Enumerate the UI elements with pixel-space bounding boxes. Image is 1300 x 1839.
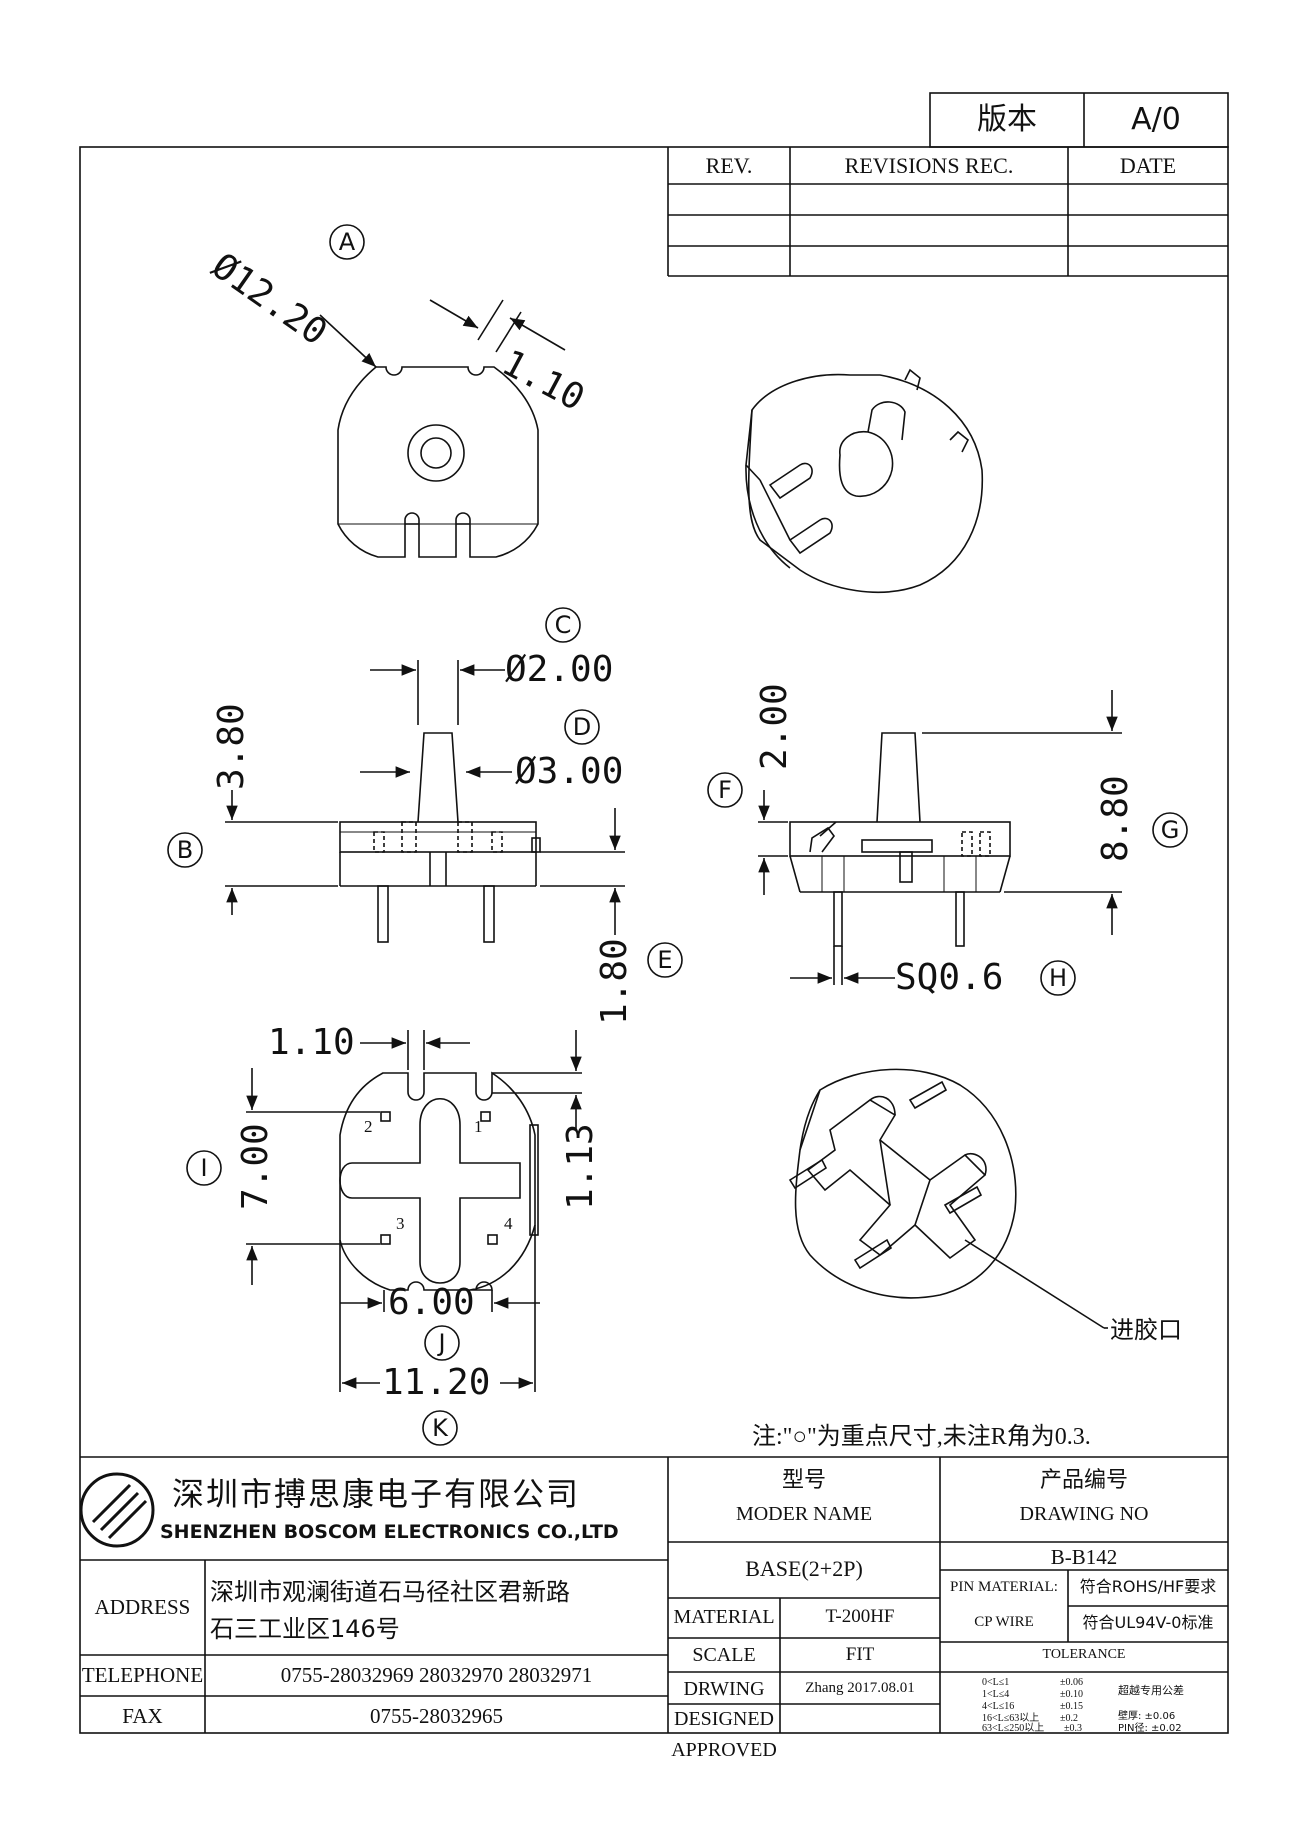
tol-range-2: 1<L≤4 (982, 1689, 1010, 1700)
callout-j-circle (424, 1325, 460, 1361)
dim-i-height: 7.00 (235, 1123, 276, 1210)
dim-offset: 1.13 (560, 1123, 601, 1210)
callout-b-circle (167, 832, 203, 868)
dim-c-diameter: Ø2.00 (505, 649, 614, 690)
callout-a: A (338, 228, 356, 256)
telephone-value: 0755-28032969 28032970 28032971 (280, 1663, 593, 1687)
version-value: A/0 (1131, 102, 1181, 137)
address-label: ADDRESS (94, 1595, 191, 1619)
tol-range-4: 16<L≤63以上 (982, 1713, 1040, 1724)
dim-g-height: 8.80 (1095, 775, 1136, 862)
dim-d-diameter: Ø3.00 (515, 751, 624, 792)
gate-label: 进胶口 (1110, 1316, 1182, 1344)
drwing-value: Zhang 2017.08.01 (805, 1680, 915, 1696)
pin-number-4: 4 (504, 1214, 513, 1233)
tol-value-1: ±0.06 (1060, 1677, 1083, 1688)
pin-number-2: 2 (364, 1117, 373, 1136)
callout-c-circle (545, 607, 581, 643)
address-line1: 深圳市观澜街道石马径社区君新路 (210, 1578, 570, 1606)
pin-tolerance: PIN径: ±0.02 (1118, 1723, 1182, 1734)
dim-h-sq: SQ0.6 (895, 957, 1004, 998)
material-value: T-200HF (825, 1606, 895, 1627)
company-name-en: SHENZHEN BOSCOM ELECTRONICS CO.,LTD (160, 1521, 619, 1543)
dim-j-width: 6.00 (388, 1282, 475, 1323)
callout-b: B (176, 836, 194, 864)
approved-label: APPROVED (671, 1739, 777, 1761)
callout-a-circle (329, 224, 365, 260)
title-block-grid (80, 1456, 1228, 1733)
revision-table (667, 147, 1228, 277)
scale-value: FIT (845, 1644, 875, 1665)
model-label-en: MODER NAME (735, 1503, 873, 1525)
tol-value-3: ±0.15 (1060, 1701, 1083, 1712)
bottom-view (186, 1030, 582, 1446)
company-name-cn: 深圳市搏思康电子有限公司 (172, 1475, 581, 1513)
model-label-cn: 型号 (781, 1468, 826, 1493)
tolerance-label: TOLERANCE (1042, 1647, 1126, 1662)
version-label: 版本 (977, 102, 1037, 137)
front-view (167, 607, 683, 978)
callout-f: F (718, 776, 732, 804)
pin-material-value: 符合ROHS/HF要求 (1079, 1577, 1217, 1596)
callout-d-circle (564, 709, 600, 745)
sheet-border (79, 146, 1229, 1734)
pin-number-3: 3 (396, 1214, 405, 1233)
telephone-label: TELEPHONE (81, 1663, 204, 1687)
callout-k: K (432, 1414, 448, 1442)
dim-f-height: 2.00 (754, 683, 795, 770)
pin-number-1: 1 (474, 1117, 483, 1136)
tol-value-2: ±0.10 (1060, 1689, 1083, 1700)
iso-view-bottom (788, 1068, 1108, 1329)
tol-range-1: 0<L≤1 (982, 1677, 1010, 1688)
dim-e-pin: 1.80 (594, 938, 635, 1025)
scale-label: SCALE (692, 1644, 756, 1666)
rev-header: REV. (705, 153, 753, 178)
callout-c: C (554, 611, 572, 639)
callout-i: I (200, 1154, 208, 1182)
top-view (319, 224, 566, 558)
cp-wire-label: CP WIRE (974, 1614, 1034, 1630)
tol-range-5: 63<L≤250以上 (982, 1723, 1045, 1734)
side-view (707, 690, 1188, 996)
address-line2: 石三工业区146号 (210, 1615, 400, 1643)
callout-g-circle (1152, 812, 1188, 848)
special-tolerance-label: 超越专用公差 (1118, 1684, 1184, 1697)
drawing-no-label-cn: 产品编号 (1039, 1468, 1128, 1493)
revisions-rec-header: REVISIONS REC. (844, 153, 1014, 178)
callout-h-circle (1040, 960, 1076, 996)
tol-range-3: 4<L≤16 (982, 1701, 1015, 1712)
drawing-no-value: B-B142 (1050, 1545, 1118, 1569)
callout-e: E (657, 946, 673, 974)
dim-k-width: 11.20 (382, 1362, 491, 1403)
drawing-note: 注:"○"为重点尺寸,未注R角为0.3. (752, 1424, 1091, 1450)
material-label: MATERIAL (673, 1606, 775, 1628)
fax-label: FAX (122, 1704, 163, 1728)
company-logo (79, 1472, 155, 1548)
callout-g: G (1160, 816, 1180, 844)
callout-k-circle (422, 1410, 458, 1446)
dim-b-height: 3.80 (211, 703, 252, 790)
callout-i-circle (186, 1150, 222, 1186)
dim-slot-width: 1.10 (268, 1022, 355, 1063)
tol-value-4: ±0.2 (1060, 1713, 1078, 1724)
designed-label: DESIGNED (674, 1708, 774, 1730)
callout-f-circle (707, 772, 743, 808)
callout-d: D (572, 713, 592, 741)
date-header: DATE (1119, 153, 1177, 178)
version-box (929, 92, 1229, 148)
callout-j: J (438, 1329, 446, 1357)
wall-tolerance: 壁厚: ±0.06 (1118, 1711, 1176, 1722)
pin-material-label: PIN MATERIAL: (950, 1579, 1058, 1595)
callout-h: H (1048, 964, 1068, 992)
callout-e-circle (647, 942, 683, 978)
tol-value-5: ±0.3 (1064, 1723, 1082, 1734)
drwing-label: DRWING (683, 1678, 765, 1700)
fax-value: 0755-28032965 (370, 1704, 503, 1728)
cp-wire-value: 符合UL94V-0标准 (1082, 1613, 1214, 1632)
drawing-no-label-en: DRAWING NO (1019, 1503, 1149, 1525)
iso-view-top (745, 368, 984, 594)
model-value: BASE(2+2P) (745, 1556, 863, 1581)
